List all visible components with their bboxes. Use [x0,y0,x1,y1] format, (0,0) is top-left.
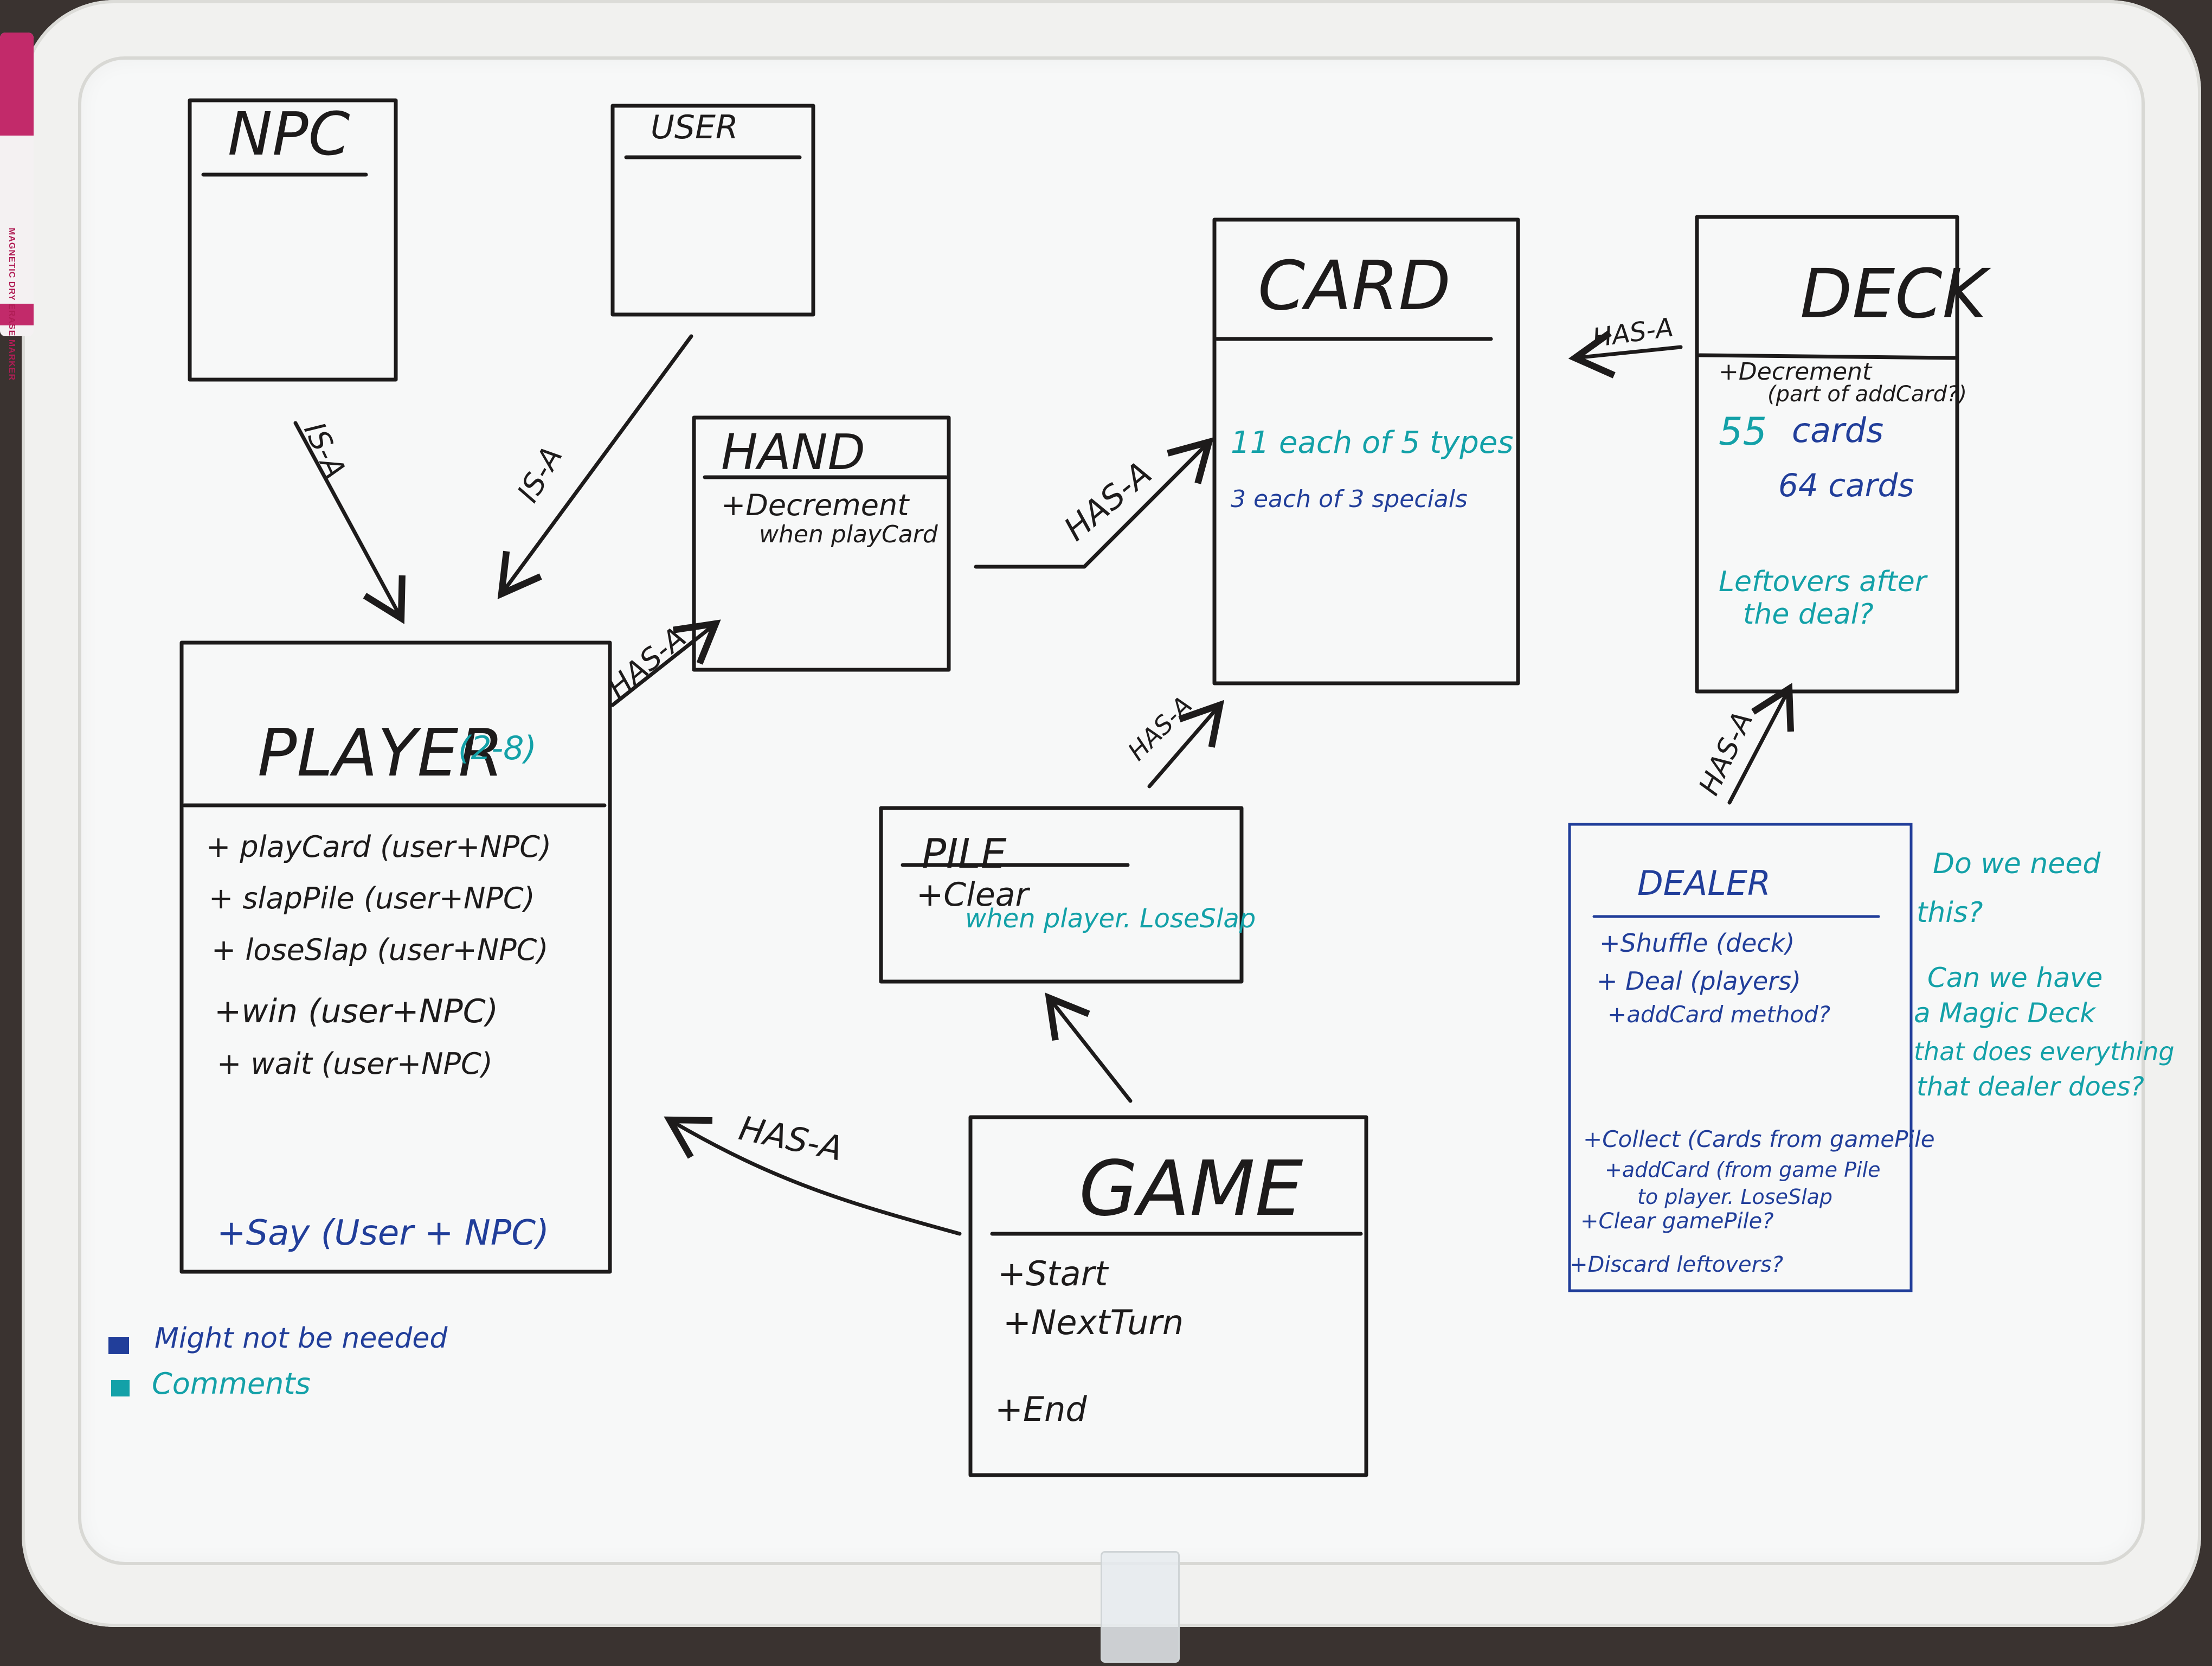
side-comment-5: that does everything [1914,1037,2175,1066]
hand-method-1: +Decrement [721,488,910,522]
dealer-method-6: to player. LoseSlap [1637,1185,1832,1209]
npc-class-box [188,98,398,382]
player-class-box [179,640,612,1274]
npc-title: NPC [228,99,350,169]
side-comment-1: Do we need [1933,848,2101,880]
dealer-method-1: +Shuffle (deck) [1599,928,1795,958]
deck-divider [1697,353,1957,360]
side-comment-3: Can we have [1927,962,2102,994]
player-multiplicity: (2-8) [458,729,537,767]
dealer-hasa-deck-arrow [1727,683,1795,805]
deck-method-2: (part of addCard?) [1767,382,1967,407]
user-title: USER [651,108,738,146]
hand-title: HAND [721,424,865,481]
card-comment-1: 11 each of 5 types [1231,425,1513,460]
player-method-1: + playCard (user+NPC) [206,830,551,864]
pile-card-hasa-label: HAS-A [1122,690,1198,766]
game-class-box [968,1115,1368,1477]
deck-count-1: 55 [1719,409,1767,454]
pile-hasa-card-arrow [1147,700,1225,789]
player-method-4: +win (user+NPC) [214,992,498,1030]
game-player-hasa-label: HAS-A [736,1108,846,1169]
pile-comment-1: when player. LoseSlap [965,904,1256,934]
user-class-box [610,104,815,317]
side-comment-6: that dealer does? [1917,1072,2144,1102]
hand-card-hasa-label: HAS-A [1057,454,1159,549]
player-optional-method-1: +Say (User + NPC) [217,1213,549,1253]
deck-hasa-card-arrow [1568,330,1683,379]
dealer-method-3: +addCard method? [1607,1001,1830,1028]
deck-comment-2: the deal? [1743,598,1874,631]
deck-comment-1: Leftovers after [1719,566,1928,598]
player-method-5: + wait (user+NPC) [217,1047,493,1081]
game-title: GAME [1079,1145,1303,1233]
pile-class-box [879,806,1244,984]
player-title: PLAYER [258,716,504,791]
game-hasa-player-arrow [664,1116,962,1236]
hand-class-box [692,415,951,672]
card-note-1: 3 each of 3 specials [1231,485,1468,513]
hand-hasa-card-arrow [974,437,1214,569]
card-class-box [1212,217,1520,685]
side-comment-2: this? [1917,896,1983,929]
marker-cap [0,33,34,136]
hand-method-2: when playCard [759,521,938,548]
deck-count-3: 64 cards [1778,467,1914,504]
marker-band [0,304,34,325]
game-to-pile-arrow [1045,992,1133,1103]
player-hand-hasa-label: HAS-A [601,620,692,705]
dealer-method-2: + Deal (players) [1597,966,1801,996]
legend-label-comments: Comments [152,1367,311,1401]
npc-isa-player-arrow [293,421,406,624]
card-title: CARD [1258,247,1451,325]
npc-isa-label: IS-A [297,417,352,484]
whiteboard-surface [81,60,2142,1562]
side-comment-4: a Magic Deck [1914,997,2097,1029]
player-method-3: + loseSlap (user+NPC) [211,933,548,967]
game-method-3: +End [995,1389,1087,1429]
game-method-1: +Start [998,1254,1109,1293]
user-isa-label: IS-A [511,441,569,508]
board-clip [1101,1551,1180,1663]
game-method-2: +NextTurn [1003,1303,1184,1342]
player-method-2: + slapPile (user+NPC) [209,881,535,915]
deck-title: DECK [1800,255,1992,334]
pile-method-1: +Clear [916,876,1031,914]
dealer-method-7: +Clear gamePile? [1580,1209,1774,1234]
deck-count-2: cards [1792,411,1883,450]
dealer-deck-hasa-label: HAS-A [1693,707,1759,800]
dealer-class-box [1568,823,1913,1292]
dealer-method-8: +Discard leftovers? [1570,1252,1783,1277]
dealer-title: DEALER [1637,863,1771,903]
legend-swatch-blue [108,1337,129,1354]
player-hasa-hand-arrow [610,619,721,707]
legend-label-might-not-be-needed: Might not be needed [155,1322,448,1355]
pile-title: PILE [922,830,1007,877]
deck-class-box [1695,215,1959,694]
deck-method-1: +Decrement [1719,358,1873,386]
dealer-method-5: +addCard (from game Pile [1605,1158,1880,1182]
dealer-method-4: +Collect (Cards from gamePile [1583,1126,1935,1152]
legend-swatch-teal [111,1380,130,1396]
user-isa-player-arrow [497,334,693,599]
